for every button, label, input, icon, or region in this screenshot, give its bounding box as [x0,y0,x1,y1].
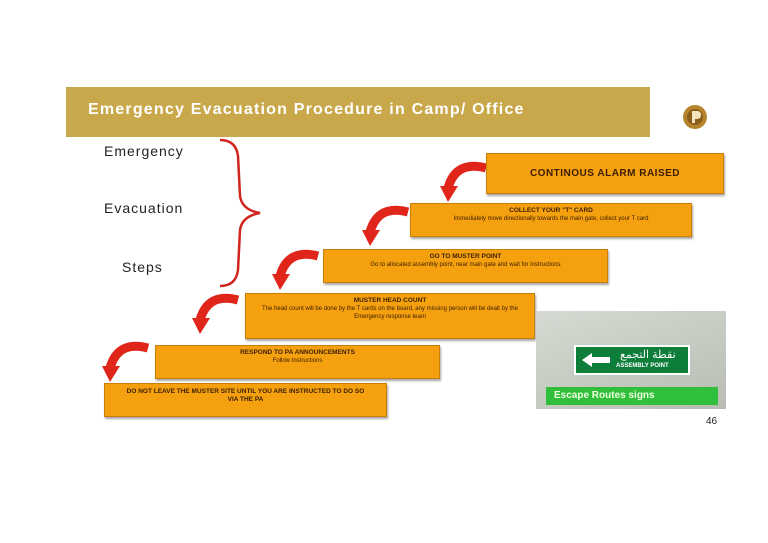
step-2-body: Immediately move directionally towards t… [453,216,649,222]
label-evacuation: Evacuation [104,200,184,216]
step-5-title: RESPOND TO PA ANNOUNCEMENTS [240,349,355,356]
sign-english-text: ASSEMBLY POINT [616,363,669,369]
step-3: GO TO MUSTER POINT Go to allocated assem… [323,249,608,283]
label-steps: Steps [122,259,163,275]
photo-caption: Escape Routes signs [554,390,655,401]
assembly-point-sign: نقطة التجمع ASSEMBLY POINT [574,345,690,375]
step-6: DO NOT LEAVE THE MUSTER SITE UNTIL YOU A… [104,383,387,417]
step-1: CONTINOUS ALARM RAISED [486,153,724,194]
step-4-body: The head count will be done by the T car… [262,306,518,320]
photo-caption-box: Escape Routes signs [546,387,718,405]
step-2-title: COLLECT YOUR "T" CARD [509,207,593,214]
label-emergency: Emergency [104,143,184,159]
step-4-title: MUSTER HEAD COUNT [353,297,427,304]
curved-arrow-icon [192,293,240,334]
sign-arabic-text: نقطة التجمع [620,349,676,361]
curved-arrow-icon [272,249,320,290]
step-1-title: CONTINOUS ALARM RAISED [529,168,681,179]
curved-arrow-icon [362,205,410,246]
step-6-title: DO NOT LEAVE THE MUSTER SITE UNTIL YOU A… [126,388,365,403]
page-number: 46 [706,416,718,427]
title-bar: Emergency Evacuation Procedure in Camp/ … [66,87,650,137]
step-2: COLLECT YOUR "T" CARD Immediately move d… [410,203,692,237]
logo-icon [682,104,708,130]
brace-icon [219,138,261,288]
step-5-body: Follow Instructions [272,358,323,364]
step-3-body: Go to allocated assembly point, near mai… [370,262,561,268]
step-5: RESPOND TO PA ANNOUNCEMENTS Follow Instr… [155,345,440,379]
step-4: MUSTER HEAD COUNT The head count will be… [245,293,535,339]
left-arrow-icon [582,353,610,367]
curved-arrow-icon [440,161,488,202]
step-3-title: GO TO MUSTER POINT [429,253,502,260]
slide-title: Emergency Evacuation Procedure in Camp/ … [88,101,525,118]
escape-route-photo: نقطة التجمع ASSEMBLY POINT Escape Routes… [536,311,726,409]
curved-arrow-icon [102,341,150,382]
